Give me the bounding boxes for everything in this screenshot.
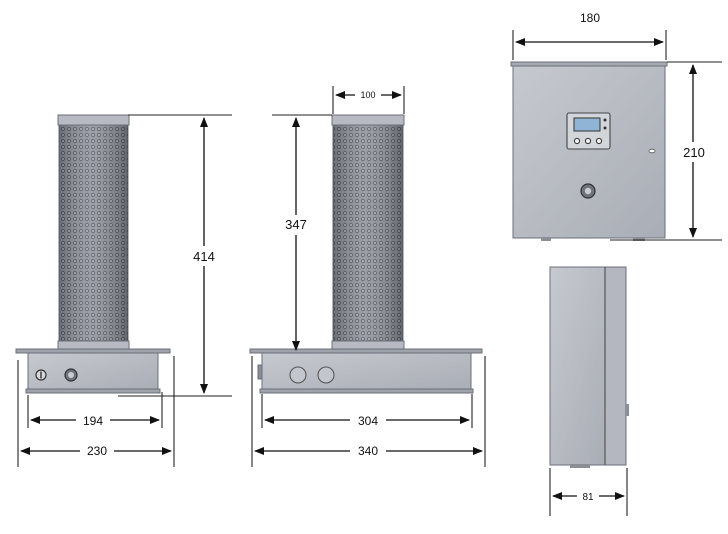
power-switch-icon (35, 369, 47, 381)
side-port-icon (317, 366, 335, 384)
controller-button-icon (573, 137, 581, 145)
controller-button-icon (584, 137, 592, 145)
front-total-height-label: 414 (193, 249, 215, 264)
front-base-outer-width-label: 230 (87, 444, 107, 458)
front-cylinder-top-cap (57, 114, 130, 126)
controller-enclosure (512, 61, 666, 239)
controller-screen (573, 117, 601, 132)
front-view: 414 194 230 (15, 114, 232, 467)
side-view: 100 347 304 340 (249, 86, 486, 467)
controller-height-label: 210 (683, 145, 705, 160)
front-base-plate (15, 348, 171, 354)
front-base-housing (27, 352, 159, 391)
controller-side-view: 81 (549, 266, 629, 516)
side-cylinder-height-label: 347 (285, 217, 307, 232)
front-base-inner-width-label: 194 (83, 414, 103, 428)
controller-side-door (604, 266, 627, 466)
side-port-icon (289, 366, 307, 384)
side-base-outer-width-label: 340 (358, 444, 378, 458)
controller-side-enclosure (549, 266, 606, 466)
control-knob-icon (64, 368, 78, 382)
controller-width-label: 180 (580, 11, 600, 25)
controller-lock-icon (580, 183, 596, 199)
side-base-plate (249, 348, 483, 354)
controller-front-view: 180 210 (510, 11, 722, 241)
side-cylinder-diameter-label: 100 (360, 90, 375, 100)
controller-depth-label: 81 (582, 492, 594, 503)
side-base-inner-width-label: 304 (358, 414, 378, 428)
controller-button-icon (595, 137, 603, 145)
